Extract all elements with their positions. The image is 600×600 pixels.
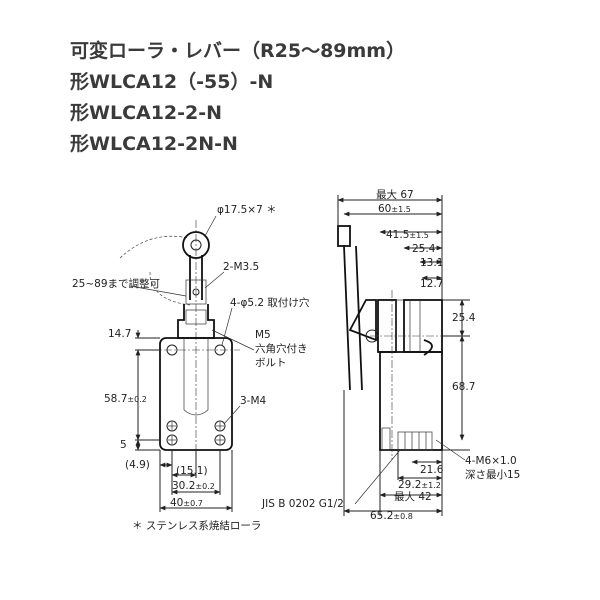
side-dim-25-4b: 25.4 <box>452 312 476 324</box>
dim-15-1: (15.1) <box>176 465 208 477</box>
lever-clamp <box>185 279 207 305</box>
lever-screw <box>192 288 200 296</box>
side-lever-r <box>355 245 363 391</box>
adjust-range-label: 25~89まで調整可 <box>72 277 160 290</box>
side-max-42: 最大 42 <box>394 490 432 503</box>
dim-30-2: 30.2±0.2 <box>172 480 215 492</box>
side-lever-hub <box>348 299 377 342</box>
side-head <box>377 299 397 353</box>
roller-size-label: φ17.5×7 ＊ <box>217 204 277 216</box>
side-upper-body <box>403 299 443 353</box>
side-lever-l <box>343 245 351 391</box>
side-dim-12-7: 12.7 <box>420 278 443 290</box>
side-dim-21-6: 21.6 <box>420 464 444 476</box>
lever-hub-inner <box>185 309 207 325</box>
m35-label: 2-M3.5 <box>223 261 259 273</box>
side-dim-68-7: 68.7 <box>452 381 475 393</box>
screw-br-1 <box>214 420 226 432</box>
roller-inner <box>190 239 202 251</box>
conduit <box>397 431 433 451</box>
screw-br-2 <box>214 434 226 446</box>
title-line-1: 可変ローラ・レバー（R25〜89mm） <box>70 40 406 62</box>
m6-depth-label: 深さ最小15 <box>465 469 520 481</box>
roller-outer <box>182 231 210 259</box>
dim-14-7: 14.7 <box>108 328 131 340</box>
title-line-2: 形WLCA12（-55）-N <box>70 71 274 93</box>
jis-label: JIS B 0202 G1/2 <box>261 498 344 510</box>
dim-5: 5 <box>120 439 127 451</box>
title-line-4: 形WLCA12-2N-N <box>70 133 238 155</box>
front-view: φ17.5×7 ＊ 25~89まで調整可 2-M3.5 4-φ5.2 取付け穴 … <box>72 204 310 532</box>
side-dim-29-2: 29.2±1.2 <box>398 479 441 491</box>
side-dim-25-4a: 25.4 <box>412 243 436 255</box>
adjust-arc <box>119 235 189 259</box>
dim-58-7: 58.7±0.2 <box>104 393 147 405</box>
m5-label: M5 <box>255 329 271 341</box>
side-view: 最大 67 60±1.5 41.5±1.5 25.4 13.1 12.7 25.… <box>261 188 520 522</box>
body-neck-b <box>183 409 209 416</box>
screw-bl-1 <box>166 420 178 432</box>
side-body <box>379 351 443 451</box>
m5-label-2: 六角穴付き <box>255 342 308 355</box>
screw-bl-2 <box>166 434 178 446</box>
side-dim-60: 60±1.5 <box>378 203 411 215</box>
side-dim-13-1: 13.1 <box>420 257 443 269</box>
title-line-3: 形WLCA12-2-N <box>70 102 223 124</box>
side-roller <box>337 225 351 247</box>
m5-label-3: ボルト <box>255 357 287 369</box>
adjust-arc-2 <box>149 271 191 306</box>
roller-note: ＊ ステンレス系焼結ローラ <box>132 519 261 532</box>
m4-label: 3-M4 <box>240 395 267 407</box>
side-max-67: 最大 67 <box>376 188 414 201</box>
title-block: 可変ローラ・レバー（R25〜89mm） 形WLCA12（-55）-N 形WLCA… <box>70 36 405 160</box>
side-dim-65-2: 65.2±0.8 <box>370 510 413 522</box>
dim-4-9: (4.9) <box>125 459 150 471</box>
m6-label: 4-M6×1.0 <box>465 455 517 467</box>
dim-40: 40±0.7 <box>170 497 203 509</box>
mount-hole-label: 4-φ5.2 取付け穴 <box>230 296 310 309</box>
seal-cap <box>423 339 433 356</box>
side-dim-41-5: 41.5±1.5 <box>386 229 429 241</box>
